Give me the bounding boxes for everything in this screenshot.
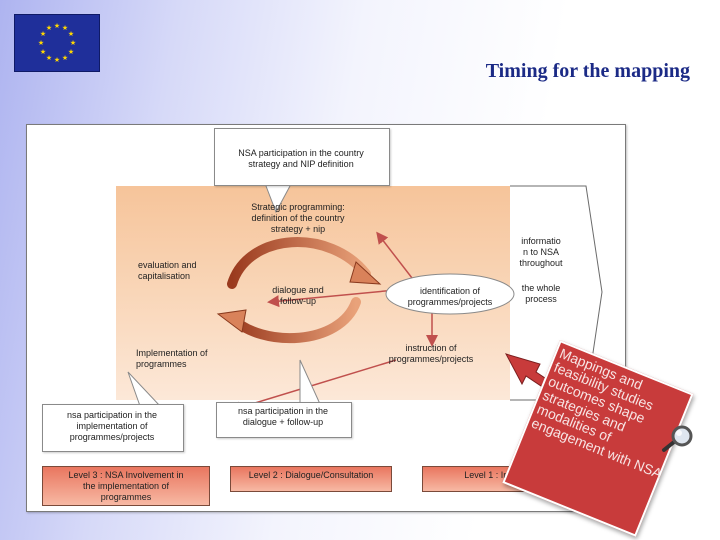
svg-text:★: ★: [46, 54, 52, 62]
svg-text:★: ★: [62, 54, 68, 62]
eu-stars-icon: ★★★ ★★★ ★★★ ★★★: [38, 22, 76, 64]
arrow-ident-up: [376, 231, 413, 279]
instruction-label: instruction of programmes/projects: [388, 343, 474, 364]
arrow-instruction-left: [229, 359, 397, 414]
eu-flag-logo: ★★★ ★★★ ★★★ ★★★: [14, 14, 100, 72]
svg-text:★: ★: [70, 39, 76, 47]
whole-process-label: the whole process: [521, 283, 561, 304]
level-3-bar: Level 3 : NSA Involvement in the impleme…: [42, 466, 210, 506]
nsa-implementation-callout: [42, 404, 184, 452]
svg-text:★: ★: [62, 24, 68, 32]
impl-callout-tail: [127, 371, 161, 407]
svg-text:★: ★: [68, 30, 74, 38]
arrow-ident-left: [267, 289, 397, 308]
page-title: Timing for the mapping: [485, 60, 690, 82]
evaluation-label: evaluation and capitalisation: [138, 260, 197, 281]
cycle-arc-bottom: [227, 297, 361, 344]
information-label: informatio n to NSA throughout: [519, 236, 563, 268]
svg-text:★: ★: [38, 39, 44, 47]
cycle-arc-top: [227, 237, 371, 289]
strategic-programming-label: Strategic programming: definition of the…: [251, 202, 345, 234]
dialogue-callout-tail: [299, 359, 321, 405]
cycle-arc-top-head: [349, 261, 382, 285]
svg-text:★: ★: [54, 56, 60, 64]
svg-text:★: ★: [54, 22, 60, 30]
magnifier-icon: [662, 425, 693, 452]
nsa-dialogue-callout: [216, 402, 352, 438]
svg-text:★: ★: [40, 30, 46, 38]
nsa-dialogue-text: nsa participation in the dialogue + foll…: [237, 406, 329, 427]
svg-text:★: ★: [68, 48, 74, 56]
top-callout-tail: [265, 185, 291, 214]
svg-text:★: ★: [40, 48, 46, 56]
nsa-implementation-text: nsa participation in the implementation …: [66, 410, 158, 442]
cycle-arc-bottom-head: [216, 309, 247, 333]
top-callout-text: NSA participation in the country strateg…: [238, 148, 364, 169]
implementation-label: Implementation of programmes: [136, 348, 208, 369]
identification-ellipse: [385, 273, 515, 315]
identification-label: identification of programmes/projects: [407, 286, 493, 307]
top-callout: [214, 128, 390, 186]
level-2-bar: Level 2 : Dialogue/Consultation: [230, 466, 392, 492]
dialogue-label: dialogue and follow-up: [272, 285, 324, 306]
svg-text:★: ★: [46, 24, 52, 32]
